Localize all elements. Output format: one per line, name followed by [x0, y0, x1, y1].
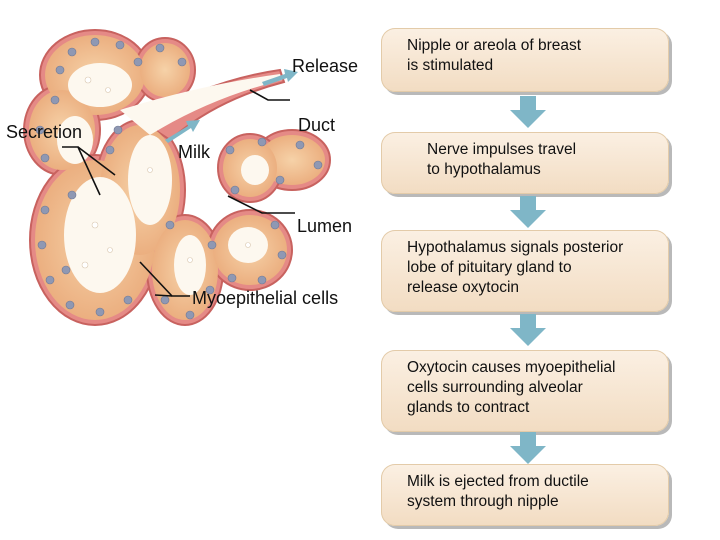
step-3-line-3: release oxytocin [407, 279, 520, 296]
label-duct: Duct [298, 115, 336, 135]
step-4-line-3: glands to contract [407, 399, 530, 416]
down-arrow-icon [510, 314, 546, 346]
step-5-line-1: Milk is ejected from ductile [407, 473, 589, 490]
step-3-line-2: lobe of pituitary gland to [407, 259, 572, 276]
flow-step-4: Oxytocin causes myoepithelial cells surr… [381, 350, 669, 432]
step-3-line-1: Hypothalamus signals posterior [407, 239, 624, 256]
label-release: Release [292, 56, 359, 76]
step-4-line-1: Oxytocin causes myoepithelial [407, 359, 616, 376]
flow-step-5: Milk is ejected from ductile system thro… [381, 464, 669, 526]
alveolar-gland-illustration [23, 29, 331, 326]
down-arrow-icon [510, 196, 546, 228]
down-arrow-icon [510, 432, 546, 464]
label-secretion: Secretion [6, 122, 83, 142]
flow-arrow-icon [165, 69, 298, 143]
flow-step-2: Nerve impulses travel to hypothalamus [381, 132, 669, 194]
step-5-line-2: system through nipple [407, 493, 559, 510]
label-myoepithelial-cells: Myoepithelial cells [192, 288, 339, 308]
step-1-line-2: is stimulated [407, 57, 494, 74]
label-lumen: Lumen [297, 216, 353, 236]
label-milk: Milk [178, 142, 210, 162]
step-4-line-2: cells surrounding alveolar [407, 379, 583, 396]
flow-step-3: Hypothalamus signals posterior lobe of p… [381, 230, 669, 312]
down-arrow-icon [510, 96, 546, 128]
gland-tissue [23, 29, 331, 326]
step-2-line-1: Nerve impulses travel [427, 141, 577, 158]
step-1-line-1: Nipple or areola of breast [407, 37, 582, 54]
flow-step-1: Nipple or areola of breast is stimulated [381, 28, 669, 92]
step-2-line-2: to hypothalamus [427, 161, 541, 178]
